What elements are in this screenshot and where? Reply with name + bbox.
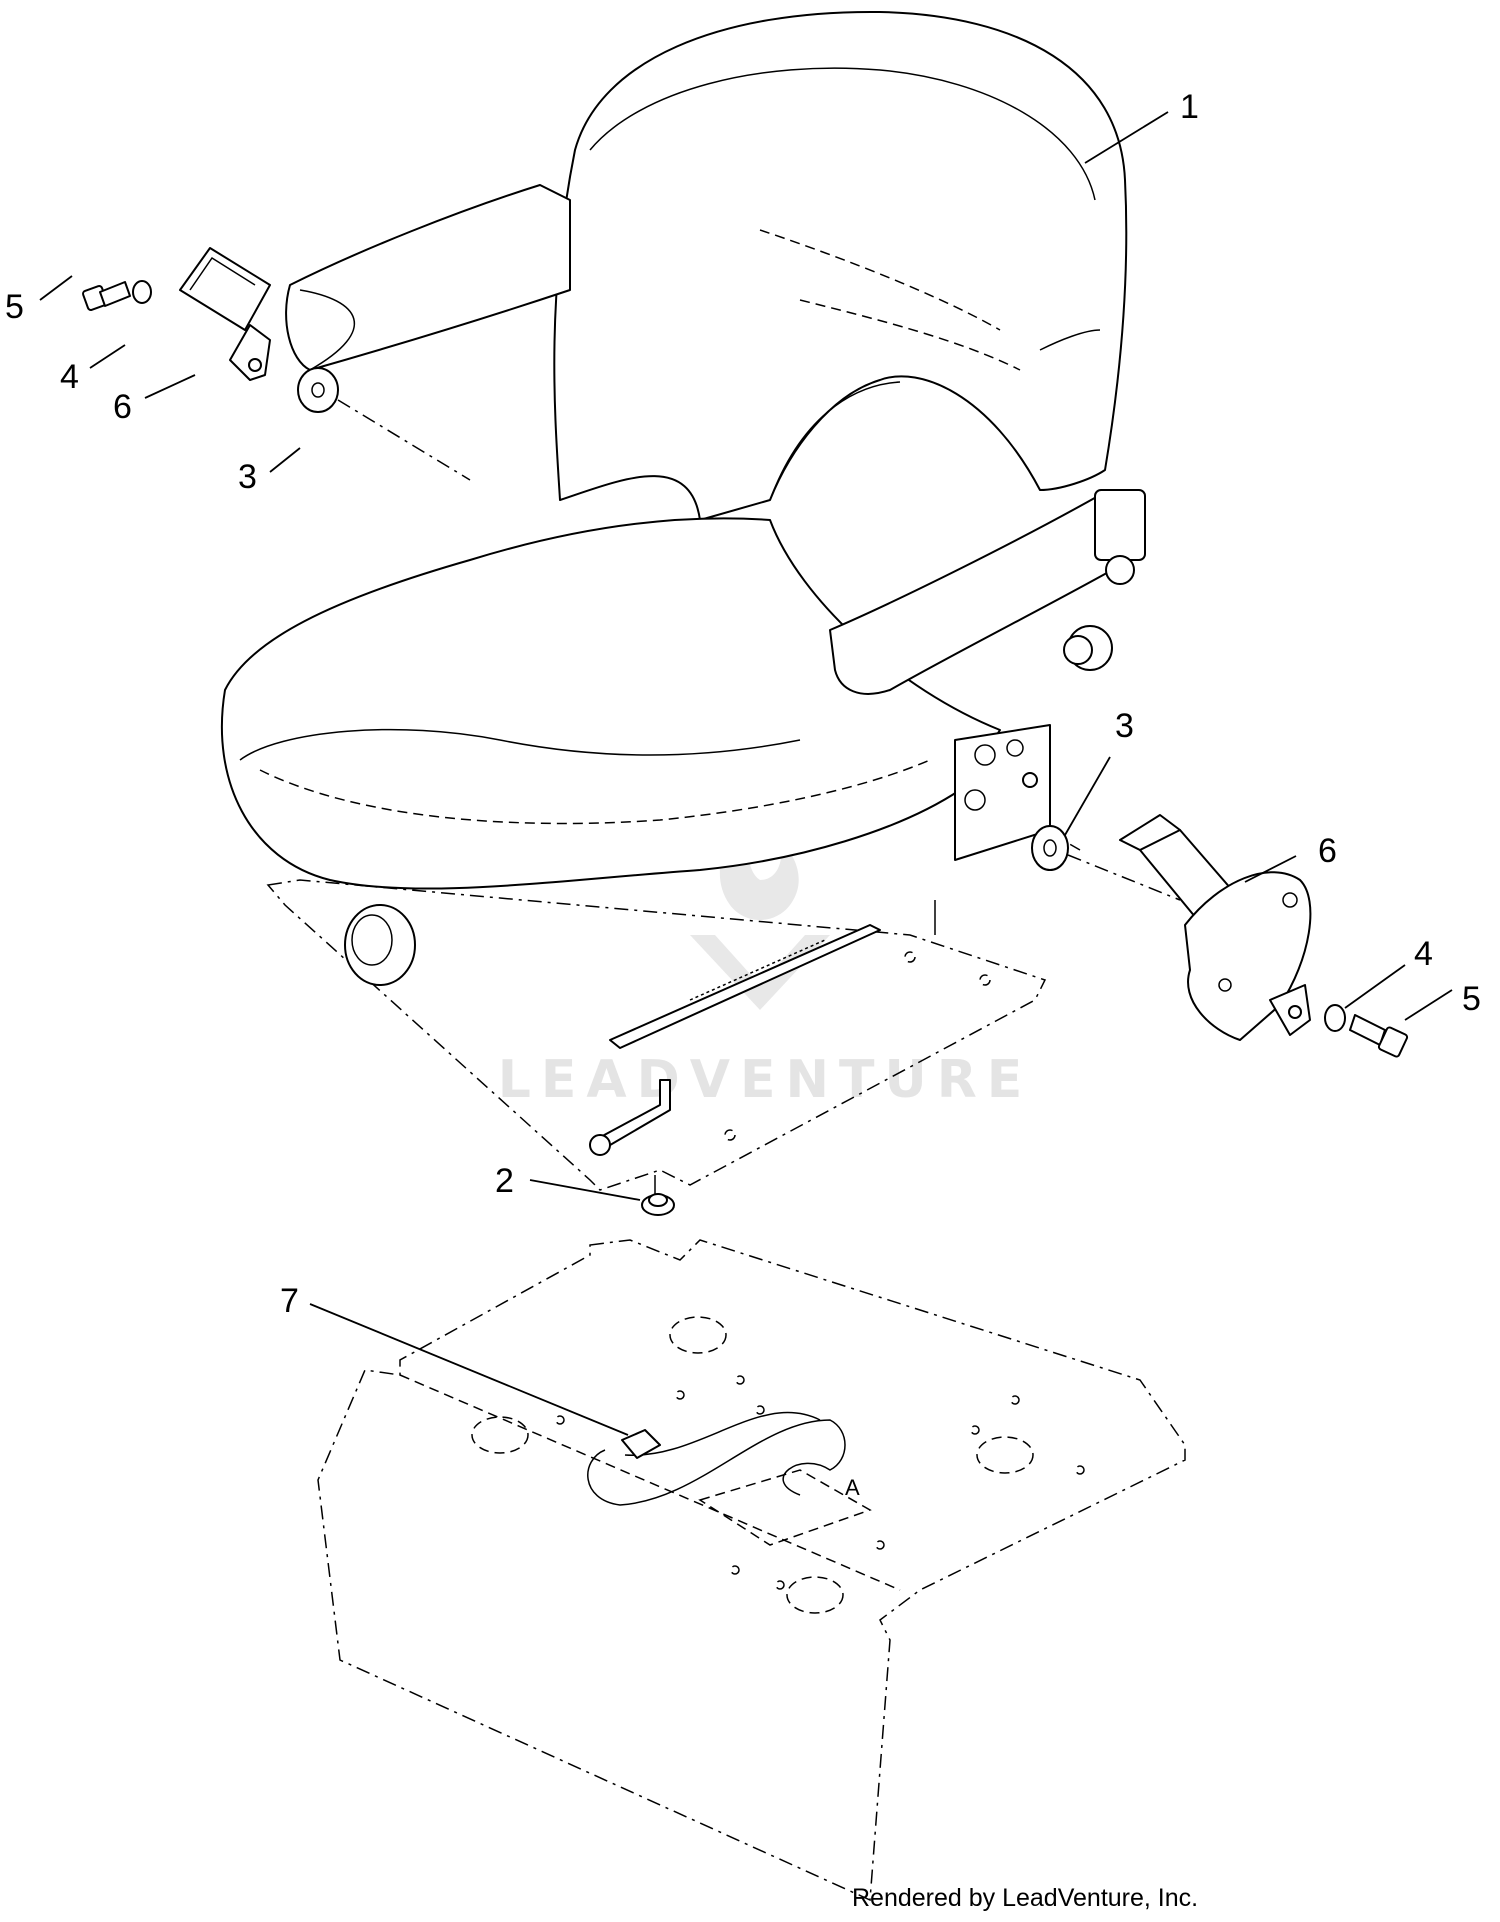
callout-6-left: 6 [113, 388, 132, 426]
bolt-right [1349, 1014, 1409, 1058]
retractor-right [1119, 814, 1312, 1041]
bolt-left [82, 281, 131, 311]
leader-lines [39, 111, 1453, 1436]
seat-mount-plate [266, 879, 1047, 1191]
flange-nut [641, 1175, 675, 1216]
washer-left [297, 367, 339, 413]
lock-washer-left [132, 280, 152, 304]
callout-1: 1 [1180, 88, 1199, 126]
callout-6-right: 6 [1318, 832, 1337, 870]
watermark: LEADVENTURE [498, 820, 1033, 1110]
buckle-left [179, 247, 271, 381]
render-credit: Rendered by LeadVenture, Inc. [852, 1884, 1198, 1912]
panel-mark-a: A [845, 1475, 860, 1500]
callout-2: 2 [495, 1162, 514, 1200]
callout-4-right: 4 [1414, 935, 1433, 973]
callout-3-right: 3 [1115, 707, 1134, 745]
seat-switch-harness: A [587, 1411, 860, 1506]
watermark-text: LEADVENTURE [498, 1050, 1033, 1110]
callout-4-left: 4 [60, 358, 79, 396]
callout-5-right: 5 [1462, 980, 1481, 1018]
callout-7: 7 [280, 1282, 299, 1320]
right-seat-belt-hardware [1031, 814, 1409, 1058]
callouts: 1 2 3 3 4 4 5 5 6 6 7 [5, 88, 1481, 1320]
left-seat-belt-hardware [82, 247, 471, 481]
seat-assembly [220, 10, 1146, 1156]
switch-connector [621, 1429, 661, 1459]
washer-right [1031, 825, 1069, 871]
callout-3-left: 3 [238, 458, 257, 496]
seat-platform [317, 1239, 1186, 1902]
lock-washer-right [1324, 1004, 1346, 1032]
callout-5-left: 5 [5, 288, 24, 326]
left-assembly-path [337, 399, 471, 481]
